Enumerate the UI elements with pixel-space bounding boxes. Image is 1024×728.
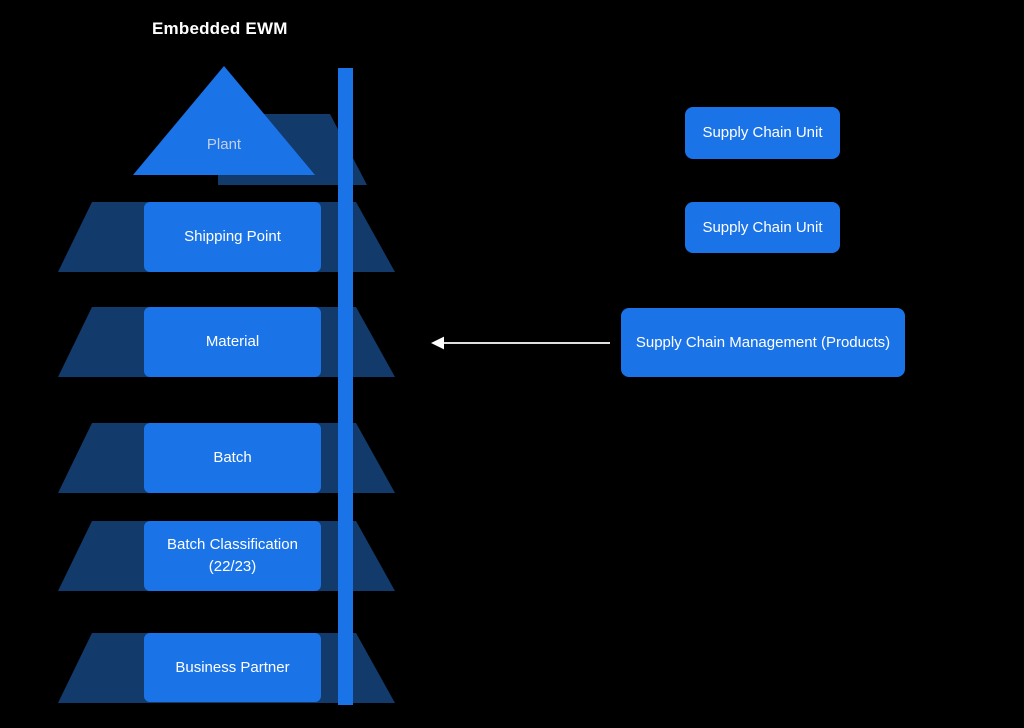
pyramid-level-batch-classification: Batch Classification (22/23) [144,521,321,591]
pyramid-level-shipping-point: Shipping Point [144,202,321,272]
pyramid-level-batch: Batch [144,423,321,493]
pyramid-level-material: Material [144,307,321,377]
supply-chain-unit-box-2: Supply Chain Unit [685,202,840,253]
vertical-divider-bar [338,68,353,705]
left-arrow-icon [431,336,610,350]
pyramid-level-business-partner: Business Partner [144,633,321,702]
supply-chain-unit-box-1: Supply Chain Unit [685,107,840,159]
diagram-title: Embedded EWM [152,19,288,38]
supply-chain-management-box: Supply Chain Management (Products) [621,308,905,377]
pyramid-top-label: Plant [206,136,242,153]
